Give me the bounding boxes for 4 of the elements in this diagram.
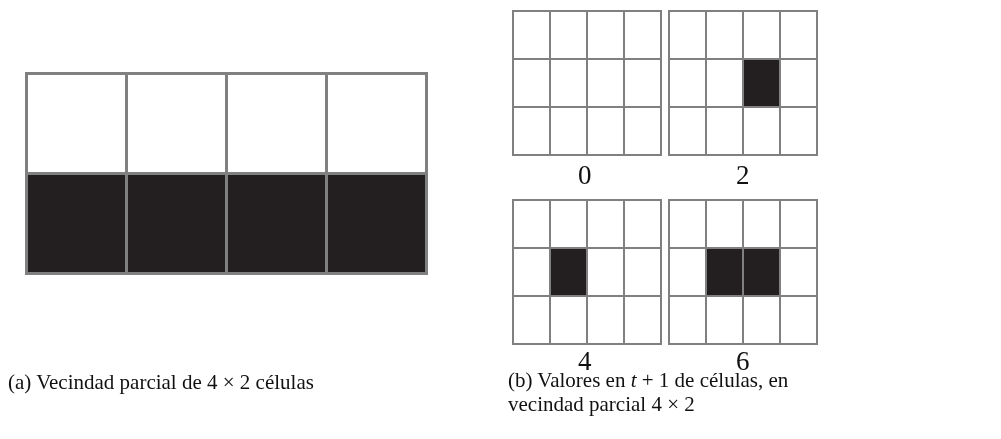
grid-label: 0	[578, 160, 592, 192]
grid-label: 4	[578, 346, 592, 376]
grid-label: 2	[736, 160, 750, 192]
figure-caption: (a) Vecindad parcial de 4 × 2 células	[8, 370, 314, 395]
